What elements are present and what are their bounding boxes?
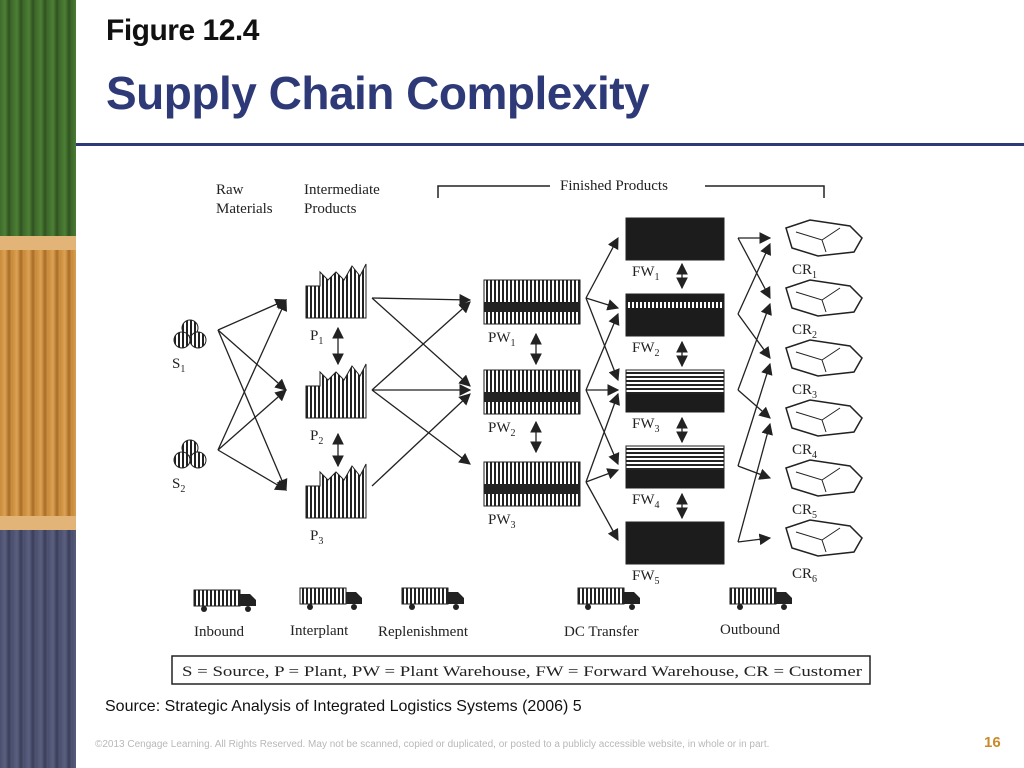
legend-box: S = Source, P = Plant, PW = Plant Wareho… bbox=[171, 655, 871, 685]
flow-arrows bbox=[217, 232, 773, 546]
svg-text:P1: P1 bbox=[310, 328, 323, 347]
column-headers: Raw Materials Intermediate Products Fini… bbox=[216, 178, 825, 217]
side-container-orange bbox=[0, 240, 76, 530]
arrow-fw5-cr6 bbox=[737, 533, 772, 546]
customer-cr5: CR5 bbox=[785, 459, 863, 521]
arrow-pw2-fw4 bbox=[585, 389, 620, 466]
forward-warehouse-fw2: FW2 bbox=[625, 293, 725, 359]
arrow-fw4-cr5 bbox=[737, 465, 772, 480]
side-band-bottom bbox=[0, 516, 76, 530]
arrow-s2-p3 bbox=[217, 449, 288, 491]
source-s2: S2 bbox=[172, 439, 207, 495]
transport-label-replenishment: Replenishment bbox=[378, 624, 469, 640]
copyright-notice: ©2013 Cengage Learning. All Rights Reser… bbox=[95, 739, 770, 750]
arrow-pw1-fw1 bbox=[585, 236, 619, 299]
svg-text:PW1: PW1 bbox=[488, 330, 516, 349]
arrow-pw3-fw5 bbox=[585, 481, 619, 542]
arrow-fw5-cr4 bbox=[737, 422, 773, 543]
forward-warehouse-fw3: FW3 bbox=[625, 369, 725, 435]
figure-label: Figure 12.4 bbox=[106, 14, 259, 47]
arrow-s2-p1 bbox=[217, 298, 287, 451]
plant-p1: P1 bbox=[305, 263, 367, 347]
svg-text:P2: P2 bbox=[310, 428, 323, 447]
arrow-p2-pw1 bbox=[371, 301, 471, 391]
svg-text:FW5: FW5 bbox=[632, 568, 660, 587]
truck-interplant-icon: Interplant bbox=[290, 587, 362, 639]
arrow-s1-p3 bbox=[217, 329, 288, 492]
arrow-p1-pw2 bbox=[371, 297, 471, 387]
side-container-green bbox=[0, 0, 76, 240]
supply-chain-diagram: Raw Materials Intermediate Products Fini… bbox=[171, 178, 871, 685]
arrow-fw4-cr3 bbox=[737, 362, 773, 467]
svg-text:CR2: CR2 bbox=[792, 322, 817, 341]
arrow-pw3-fw3 bbox=[585, 392, 620, 483]
transport-label-interplant: Interplant bbox=[290, 623, 349, 639]
arrow-fw2-cr3 bbox=[737, 313, 771, 359]
arrow-s1-p1 bbox=[217, 298, 288, 331]
side-band-top bbox=[0, 236, 76, 250]
finished-products-bracket bbox=[437, 185, 825, 198]
transport-label-dc-transfer: DC Transfer bbox=[564, 624, 639, 640]
source-s1: S1 bbox=[172, 319, 207, 375]
side-container-blue bbox=[0, 530, 76, 768]
plant-p3: P3 bbox=[305, 463, 367, 547]
arrow-pw3-fw4 bbox=[585, 468, 620, 483]
side-photo-strip bbox=[0, 0, 76, 768]
arrow-s1-p2 bbox=[217, 329, 287, 391]
svg-text:CR3: CR3 bbox=[792, 382, 817, 401]
plant-warehouse-pw2: PW2 bbox=[483, 369, 581, 439]
forward-warehouse-fw4: FW4 bbox=[625, 445, 725, 511]
header-raw-materials-2: Materials bbox=[216, 201, 273, 217]
plant-warehouse-pw3: PW3 bbox=[483, 461, 581, 531]
source-citation: Source: Strategic Analysis of Integrated… bbox=[105, 698, 582, 715]
customer-cr3: CR3 bbox=[785, 339, 863, 401]
arrow-p3-pw2 bbox=[371, 393, 471, 487]
svg-text:CR4: CR4 bbox=[792, 442, 817, 461]
svg-text:FW2: FW2 bbox=[632, 340, 660, 359]
slide-title: Supply Chain Complexity bbox=[106, 67, 650, 119]
plant-p2: P2 bbox=[305, 363, 367, 447]
arrow-fw3-cr2 bbox=[737, 302, 772, 391]
customer-cr1: CR1 bbox=[785, 219, 863, 281]
customer-cr6: CR6 bbox=[785, 519, 863, 585]
forward-warehouse-fw1: FW1 bbox=[625, 217, 725, 283]
truck-outbound-icon: Outbound bbox=[720, 587, 792, 638]
arrow-p1-pw1 bbox=[371, 293, 472, 306]
arrow-pw2-fw2 bbox=[585, 312, 620, 391]
header-intermediate-2: Products bbox=[304, 201, 357, 217]
customer-cr4: CR4 bbox=[785, 399, 863, 461]
truck-dc-transfer-icon: DC Transfer bbox=[564, 587, 640, 640]
truck-replenishment-icon: Replenishment bbox=[378, 587, 469, 640]
svg-text:FW4: FW4 bbox=[632, 492, 660, 511]
forward-warehouse-fw5: FW5 bbox=[625, 521, 725, 587]
header-finished-products: Finished Products bbox=[560, 178, 668, 194]
transport-label-inbound: Inbound bbox=[194, 624, 244, 640]
arrow-fw1-cr2 bbox=[737, 237, 771, 300]
arrow-fw2-cr1 bbox=[737, 242, 771, 315]
page-number: 16 bbox=[984, 734, 1001, 751]
arrow-pw1-fw3 bbox=[585, 297, 620, 382]
truck-inbound-icon: Inbound bbox=[193, 589, 256, 640]
arrow-p2-pw3 bbox=[371, 389, 471, 465]
legend-text: S = Source, P = Plant, PW = Plant Wareho… bbox=[182, 664, 862, 680]
header-intermediate-1: Intermediate bbox=[304, 182, 380, 198]
svg-text:CR1: CR1 bbox=[792, 262, 817, 281]
customer-cr2: CR2 bbox=[785, 279, 863, 341]
source-label: S2 bbox=[172, 476, 185, 495]
title-rule bbox=[76, 143, 1024, 146]
svg-text:P3: P3 bbox=[310, 528, 323, 547]
plant-warehouse-pw1: PW1 bbox=[483, 279, 581, 349]
svg-text:PW2: PW2 bbox=[488, 420, 516, 439]
svg-text:PW3: PW3 bbox=[488, 512, 516, 531]
svg-text:CR5: CR5 bbox=[792, 502, 817, 521]
source-label: S1 bbox=[172, 356, 185, 375]
svg-text:FW1: FW1 bbox=[632, 264, 660, 283]
arrow-fw3-cr4 bbox=[737, 389, 771, 419]
svg-text:FW3: FW3 bbox=[632, 416, 660, 435]
transport-label-outbound: Outbound bbox=[720, 622, 781, 638]
arrow-pw1-fw2 bbox=[585, 297, 620, 311]
arrow-s2-p2 bbox=[217, 389, 287, 451]
header-raw-materials-1: Raw bbox=[216, 182, 244, 198]
svg-text:CR6: CR6 bbox=[792, 566, 817, 585]
